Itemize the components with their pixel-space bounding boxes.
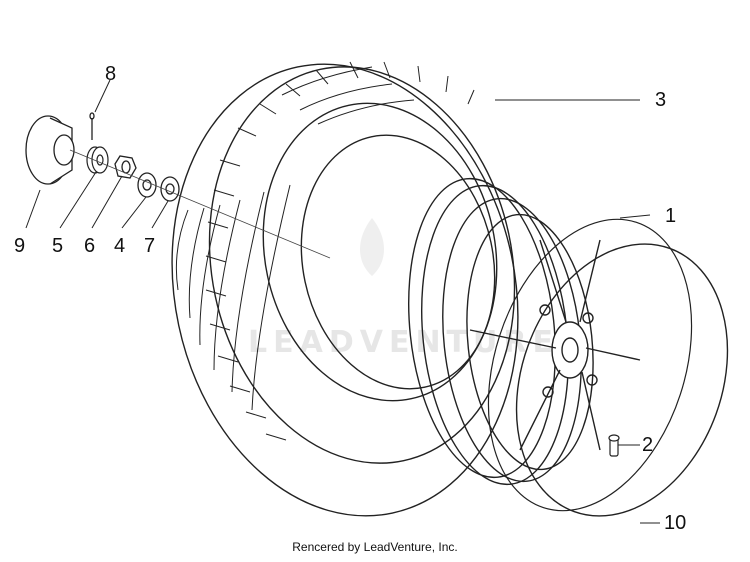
watermark-text: LEADVENTURE xyxy=(248,325,559,360)
footer-credit: Rencered by LeadVenture, Inc. xyxy=(292,540,458,554)
watermark-flame-icon xyxy=(360,218,384,276)
callout-4: 4 xyxy=(114,235,125,257)
washer-7 xyxy=(160,176,180,202)
callout-5: 5 xyxy=(52,235,63,257)
watermark: LEADVENTURE xyxy=(248,218,559,360)
wheel-rim xyxy=(407,177,641,486)
callout-3: 3 xyxy=(655,89,666,111)
rim-ring xyxy=(487,218,693,512)
cotter-pin xyxy=(89,112,95,140)
tire xyxy=(171,61,519,517)
axle-nut xyxy=(114,155,137,179)
spacer xyxy=(86,146,109,174)
callout-6: 6 xyxy=(84,235,95,257)
o-ring xyxy=(515,243,729,517)
callout-2: 2 xyxy=(642,434,653,456)
callout-1: 1 xyxy=(665,205,676,227)
callout-10: 10 xyxy=(664,512,686,534)
hub-cap xyxy=(25,115,75,185)
leader-lines xyxy=(25,79,660,524)
callout-9: 9 xyxy=(14,235,25,257)
callout-8: 8 xyxy=(105,63,116,85)
callout-7: 7 xyxy=(144,235,155,257)
axle-centerline xyxy=(69,149,331,259)
tire-valve xyxy=(608,434,620,457)
